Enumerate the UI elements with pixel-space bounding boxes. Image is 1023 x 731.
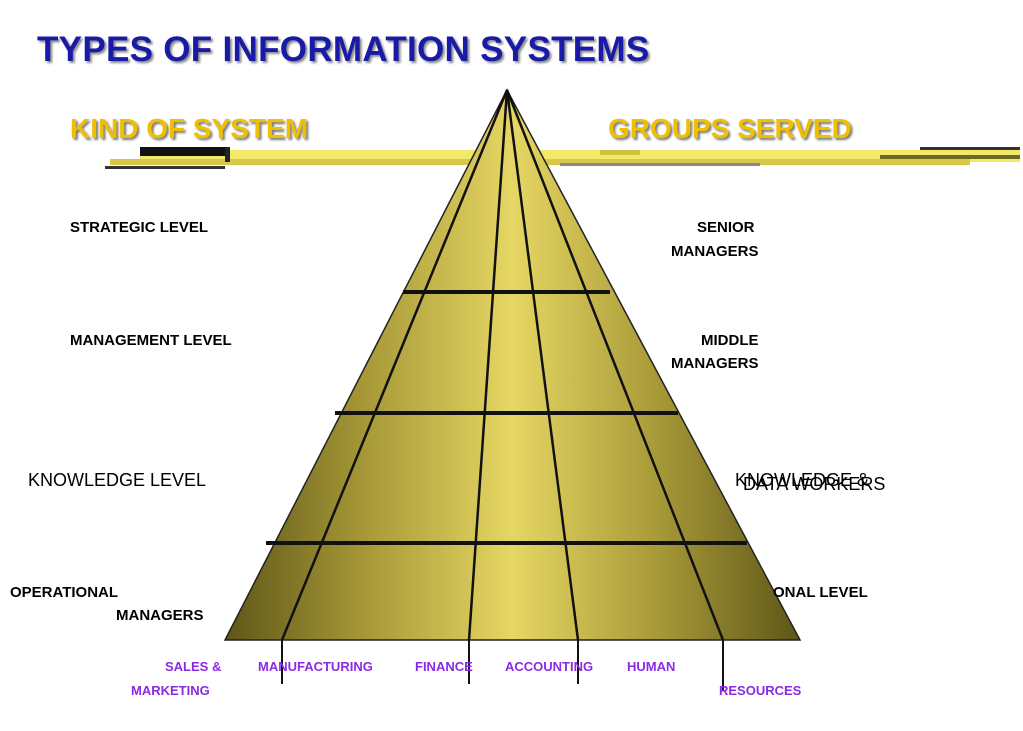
level-dividers <box>266 290 747 545</box>
function-accounting: ACCOUNTING <box>505 659 594 674</box>
operational-group-label: ONAL LEVEL <box>773 584 868 601</box>
knowledge-workers-label: KNOWLEDGE & <box>735 470 870 490</box>
pyramid-columns <box>280 89 725 641</box>
function-sales-line1: SALES & <box>165 659 222 674</box>
management-level-label: MANAGEMENT LEVEL <box>70 332 232 349</box>
function-sales-line2: MARKETING <box>131 683 210 698</box>
pyramid <box>223 88 802 641</box>
column-line <box>280 89 509 641</box>
middle-managers-line2: MANAGERS <box>671 355 759 372</box>
column-line <box>467 89 509 641</box>
knowledge-level-label: KNOWLEDGE LEVEL <box>28 470 207 490</box>
function-human-line2: RESOURCES <box>719 683 802 698</box>
kind-of-system-heading: KIND OF SYSTEM <box>70 113 309 144</box>
column-line <box>505 89 725 641</box>
function-manufacturing: MANUFACTURING <box>258 659 373 674</box>
data-workers-label: DATA WORKERS <box>743 474 886 494</box>
operational-level-label-line2: MANAGERS <box>116 607 204 624</box>
page-title: TYPES OF INFORMATION SYSTEMS <box>37 30 650 69</box>
function-human-line1: HUMAN <box>627 659 676 674</box>
function-finance: FINANCE <box>415 659 473 674</box>
senior-managers-line2: MANAGERS <box>671 243 759 260</box>
operational-level-label-line1: OPERATIONAL <box>10 584 119 601</box>
brush-stroke <box>105 147 1020 169</box>
column-line <box>505 89 580 641</box>
strategic-level-label: STRATEGIC LEVEL <box>70 219 209 236</box>
middle-managers-line1: MIDDLE <box>701 332 759 349</box>
groups-served-heading: GROUPS SERVED <box>608 113 852 144</box>
senior-managers-line1: SENIOR <box>697 219 755 236</box>
function-ticks <box>281 640 724 690</box>
